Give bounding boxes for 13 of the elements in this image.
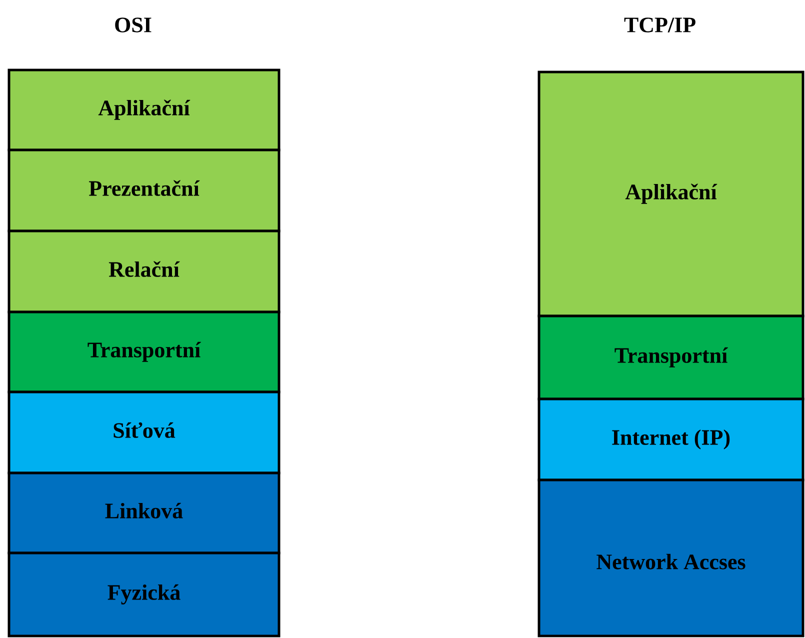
layer-box: Fyzická	[8, 552, 280, 638]
layer-box: Internet (IP)	[538, 398, 804, 482]
layer-box: Transportní	[538, 314, 804, 400]
layer-box: Relační	[8, 230, 280, 314]
layer-box: Aplikační	[8, 68, 280, 152]
column-heading: OSI	[115, 18, 152, 32]
layer-box: Síťová	[8, 390, 280, 474]
layer-box: Network Accses	[538, 478, 804, 638]
column-heading: TCP/IP	[624, 18, 696, 32]
layer-box: Prezentační	[8, 148, 280, 232]
layer-box: Linková	[8, 472, 280, 554]
layer-box: Aplikační	[538, 70, 804, 318]
layer-box: Transportní	[8, 310, 280, 394]
